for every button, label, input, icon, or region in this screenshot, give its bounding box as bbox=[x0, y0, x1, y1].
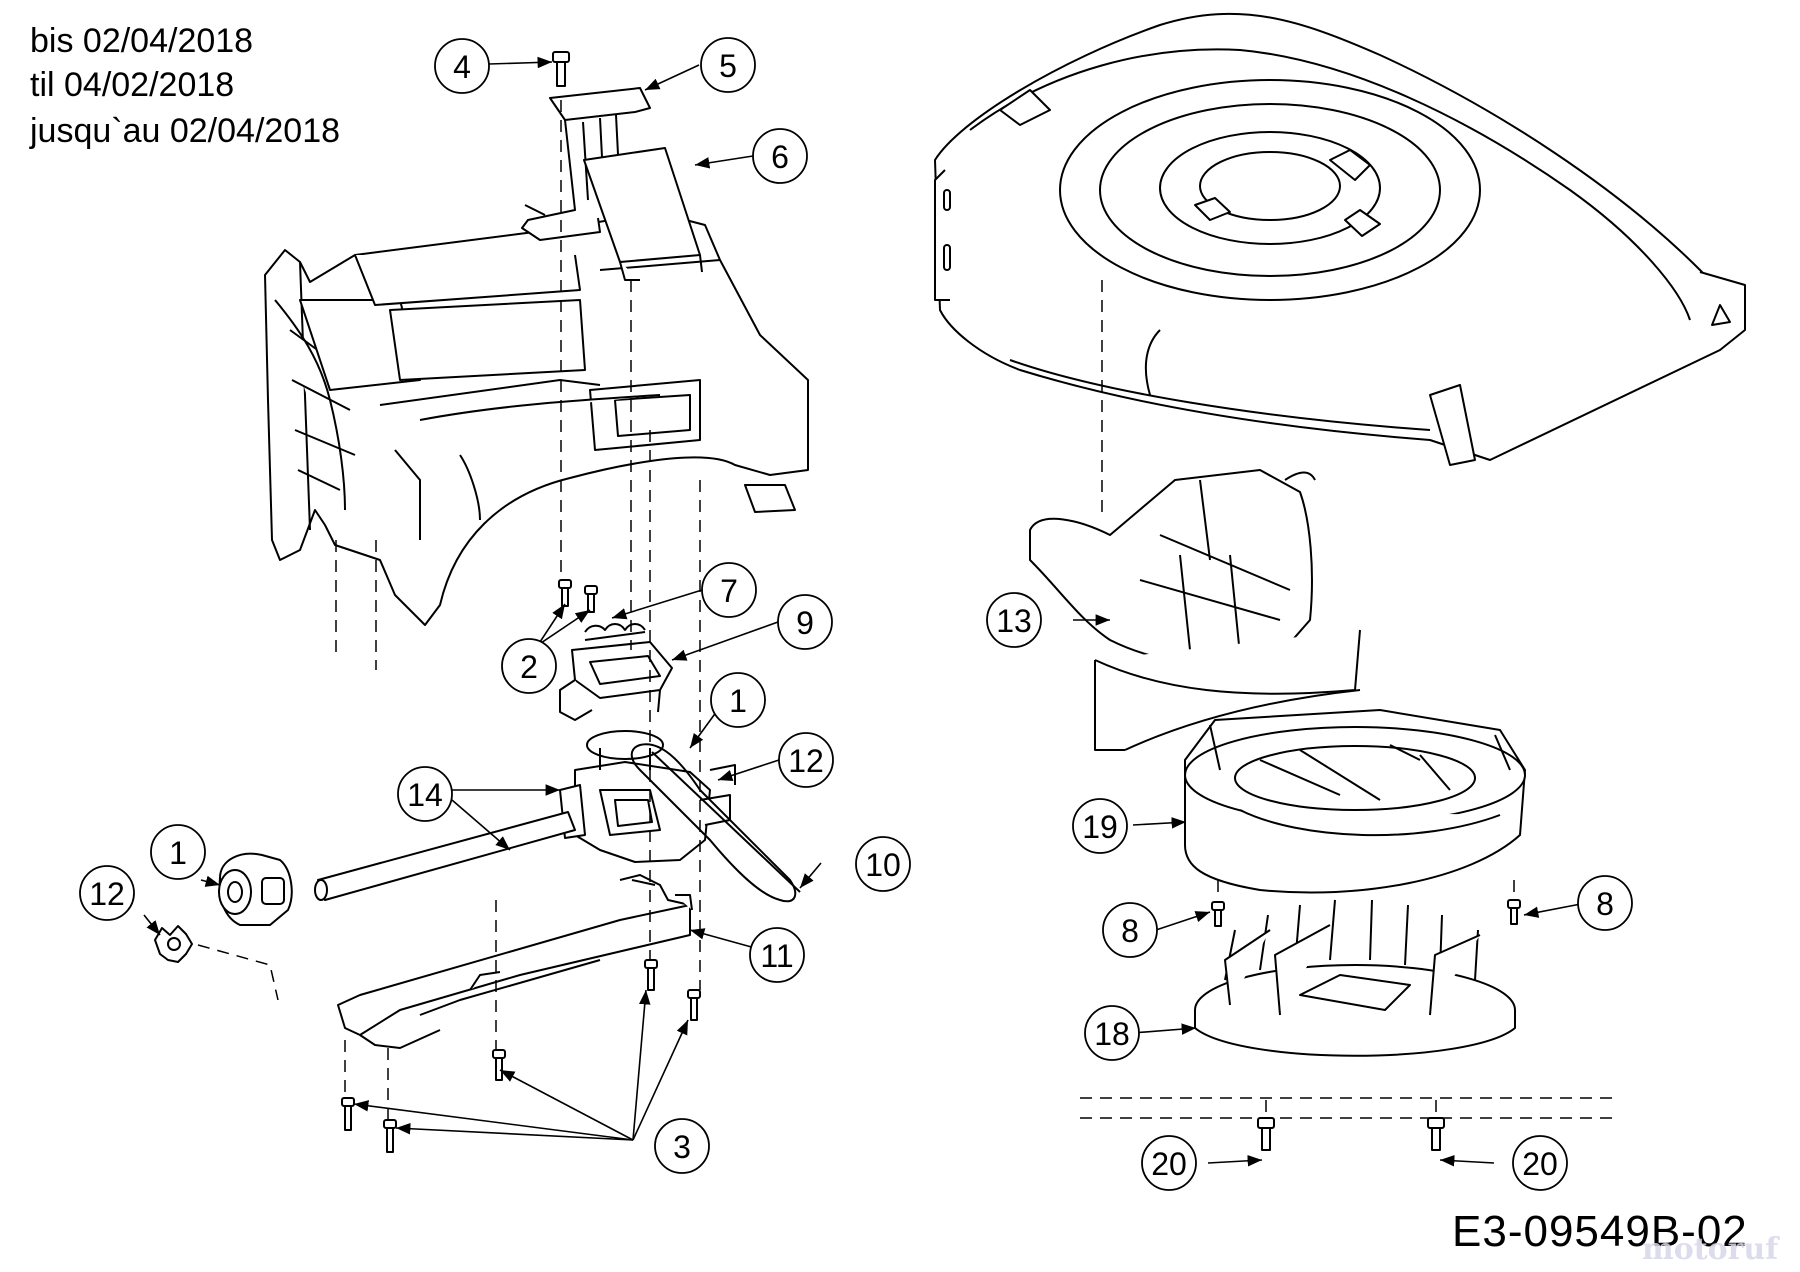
bolt-part-3b bbox=[687, 989, 701, 1021]
wheel-drive-part-1 bbox=[218, 852, 293, 926]
bolt-part-20-left bbox=[1257, 1117, 1275, 1151]
callout-2[interactable]: 2 bbox=[501, 638, 557, 694]
screw-part-2b bbox=[584, 585, 598, 613]
screw-part-8-right bbox=[1507, 899, 1521, 925]
callout-19[interactable]: 19 bbox=[1072, 798, 1128, 854]
assembly-lines bbox=[197, 100, 1620, 1120]
callout-11[interactable]: 11 bbox=[749, 927, 805, 983]
svg-text:5: 5 bbox=[719, 48, 737, 84]
callout-1-wheel[interactable]: 1 bbox=[150, 824, 206, 880]
bolt-part-3a bbox=[644, 959, 658, 991]
drawing-code: E3-09549B-02 bbox=[1452, 1207, 1748, 1256]
callout-5[interactable]: 5 bbox=[700, 37, 756, 93]
mounting-plate-part-11 bbox=[337, 874, 693, 1049]
v-belt-part-10 bbox=[630, 743, 801, 903]
bolt-part-3d bbox=[341, 1097, 355, 1131]
callout-14[interactable]: 14 bbox=[397, 766, 453, 822]
screw-part-4 bbox=[552, 51, 570, 87]
svg-text:13: 13 bbox=[996, 603, 1032, 639]
cover-plate-part-6 bbox=[583, 147, 703, 281]
svg-text:6: 6 bbox=[771, 139, 789, 175]
svg-text:4: 4 bbox=[453, 49, 471, 85]
callout-10[interactable]: 10 bbox=[855, 836, 911, 892]
mower-deck bbox=[934, 12, 1746, 466]
callout-bubbles: 4 5 6 7 2 9 1 12 14 1 12 10 11 3 13 19 8… bbox=[79, 37, 1633, 1191]
date-line-da: til 04/02/2018 bbox=[30, 66, 235, 104]
bolt-part-3e bbox=[383, 1119, 397, 1153]
svg-text:12: 12 bbox=[788, 743, 824, 779]
callout-9[interactable]: 9 bbox=[777, 594, 833, 650]
svg-text:9: 9 bbox=[796, 605, 814, 641]
svg-text:1: 1 bbox=[729, 683, 747, 719]
rear-housing bbox=[264, 211, 809, 626]
bolt-part-20-right bbox=[1427, 1117, 1445, 1151]
grass-baffle-part-13 bbox=[1029, 469, 1361, 751]
fan-housing-part-19 bbox=[1184, 709, 1526, 894]
callout-4[interactable]: 4 bbox=[434, 38, 490, 94]
bolt-part-3c bbox=[492, 1049, 506, 1081]
svg-text:2: 2 bbox=[520, 649, 538, 685]
svg-text:14: 14 bbox=[407, 777, 443, 813]
callout-6[interactable]: 6 bbox=[752, 128, 808, 184]
svg-text:20: 20 bbox=[1522, 1146, 1558, 1182]
screw-part-8-left bbox=[1211, 901, 1225, 927]
svg-text:8: 8 bbox=[1121, 913, 1139, 949]
date-line-de: bis 02/04/2018 bbox=[30, 22, 254, 60]
callout-20-left[interactable]: 20 bbox=[1141, 1135, 1197, 1191]
date-line-fr: jusqu`au 02/04/2018 bbox=[30, 112, 341, 150]
fan-part-18 bbox=[1194, 899, 1516, 1057]
callout-7[interactable]: 7 bbox=[701, 562, 757, 618]
drive-axle bbox=[314, 811, 576, 901]
svg-text:10: 10 bbox=[865, 847, 901, 883]
callout-8-right[interactable]: 8 bbox=[1577, 875, 1633, 931]
svg-text:3: 3 bbox=[673, 1129, 691, 1165]
screw-part-2a bbox=[558, 579, 572, 607]
bracket-part-9 bbox=[559, 641, 673, 721]
svg-text:18: 18 bbox=[1094, 1016, 1130, 1052]
callout-1-gearbox[interactable]: 1 bbox=[710, 672, 766, 728]
svg-text:1: 1 bbox=[169, 835, 187, 871]
callout-20-right[interactable]: 20 bbox=[1512, 1135, 1568, 1191]
callout-18[interactable]: 18 bbox=[1084, 1005, 1140, 1061]
svg-text:7: 7 bbox=[720, 573, 738, 609]
gearbox-part-14 bbox=[559, 730, 736, 863]
callout-leaders bbox=[143, 56, 1587, 1167]
drive-pinion-part-12 bbox=[154, 925, 193, 963]
callout-13[interactable]: 13 bbox=[986, 592, 1042, 648]
svg-text:8: 8 bbox=[1596, 886, 1614, 922]
callout-12-wheel[interactable]: 12 bbox=[79, 865, 135, 921]
svg-text:19: 19 bbox=[1082, 809, 1118, 845]
spring-part-7 bbox=[584, 623, 646, 641]
watermark-logo: motoruf bbox=[1642, 1232, 1779, 1267]
svg-text:12: 12 bbox=[89, 876, 125, 912]
svg-text:11: 11 bbox=[760, 938, 793, 974]
callout-12-gearbox[interactable]: 12 bbox=[778, 732, 834, 788]
svg-text:20: 20 bbox=[1151, 1146, 1187, 1182]
callout-3[interactable]: 3 bbox=[654, 1118, 710, 1174]
callout-8-left[interactable]: 8 bbox=[1102, 902, 1158, 958]
